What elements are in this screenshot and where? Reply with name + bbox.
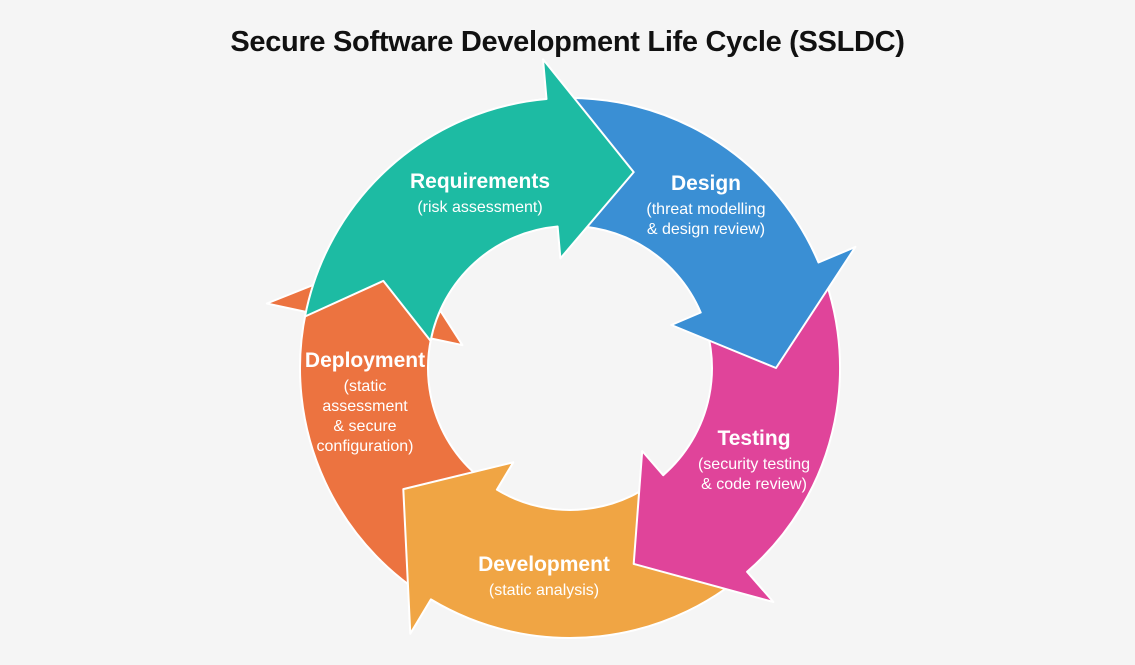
development-name: Development: [478, 553, 610, 576]
requirements-label: Requirements (risk assessment): [410, 170, 550, 216]
requirements-detail-line: (risk assessment): [417, 199, 542, 216]
requirements-arrow: [304, 58, 635, 342]
development-detail-line: (static analysis): [489, 582, 599, 599]
testing-detail-line: (security testing: [698, 456, 810, 473]
testing-name: Testing: [717, 427, 790, 450]
testing-detail-line: & code review): [701, 476, 807, 493]
deployment-detail-line: assessment: [322, 398, 408, 415]
development-label: Development (static analysis): [478, 553, 610, 599]
design-name: Design: [671, 172, 741, 195]
design-label: Design (threat modelling & design review): [646, 172, 765, 238]
design-detail-line: (threat modelling: [646, 201, 765, 218]
deployment-detail-line: & secure: [333, 418, 396, 435]
testing-label: Testing (security testing & code review): [698, 427, 810, 493]
deployment-detail-line: configuration): [317, 438, 414, 455]
requirements-name: Requirements: [410, 170, 550, 193]
deployment-label: Deployment (static assessment & secure confi…: [305, 349, 425, 455]
deployment-detail-line: (static: [344, 378, 387, 395]
deployment-name: Deployment: [305, 349, 425, 372]
diagram-title: Secure Software Development Life Cycle (…: [230, 26, 905, 58]
design-detail-line: & design review): [647, 221, 765, 238]
